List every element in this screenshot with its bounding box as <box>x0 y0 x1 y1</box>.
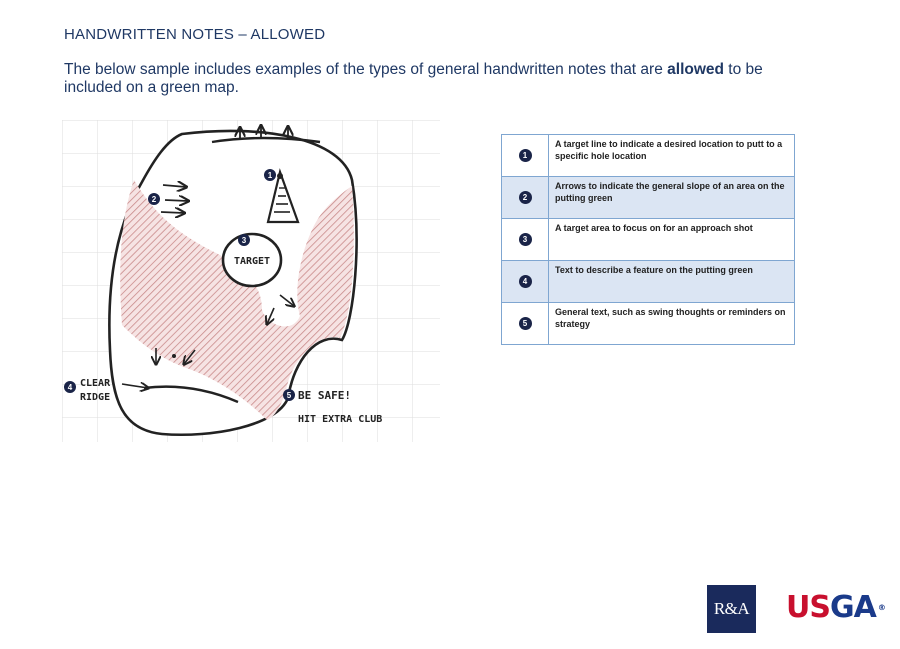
hit-extra-club-note: HIT EXTRA CLUB <box>298 414 382 425</box>
legend-row-2: 2 Arrows to indicate the general slope o… <box>501 176 795 219</box>
target-line-flag <box>266 168 300 224</box>
legend-number-5: 5 <box>518 317 532 330</box>
svg-text:2: 2 <box>152 195 157 204</box>
intro-text-start: The below sample includes examples of th… <box>64 61 668 78</box>
marker-4: 4 <box>64 381 76 393</box>
legend-row-1: 1 A target line to indicate a desired lo… <box>501 134 795 177</box>
legend-number-2: 2 <box>518 191 532 204</box>
usga-logo: USGA® <box>786 590 886 626</box>
intro-text-end: to be included on a green map. <box>64 61 763 96</box>
marker-1: 1 <box>264 169 276 181</box>
clear-note: CLEAR <box>80 378 111 389</box>
be-safe-note: BE SAFE! <box>298 389 351 402</box>
legend-text-1: A target line to indicate a desired loca… <box>548 134 795 177</box>
green-map-sketch: TARGET CLEAR RIDGE BE SAFE! HIT EXTRA CL… <box>62 120 440 442</box>
legend-text-4: Text to describe a feature on the puttin… <box>548 260 795 303</box>
usga-logo-ga: GA <box>829 590 877 625</box>
legend-number-3: 3 <box>518 233 532 246</box>
svg-text:4: 4 <box>68 383 73 392</box>
marker-3: 3 <box>238 234 250 246</box>
legend-row-5: 5 General text, such as swing thoughts o… <box>501 302 795 345</box>
legend-text-5: General text, such as swing thoughts or … <box>548 302 795 345</box>
intro-bold-word: allowed <box>667 61 724 78</box>
hole-location <box>277 173 283 179</box>
ridge-line <box>143 385 239 404</box>
top-ridge-line <box>211 136 321 144</box>
intro-paragraph: The below sample includes examples of th… <box>64 61 784 97</box>
marker-5: 5 <box>283 389 295 401</box>
svg-text:5: 5 <box>287 391 292 400</box>
usga-registered-mark: ® <box>877 603 886 612</box>
legend-row-4: 4 Text to describe a feature on the putt… <box>501 260 795 303</box>
ra-logo: R&A <box>707 585 756 633</box>
green-map-svg: TARGET CLEAR RIDGE BE SAFE! HIT EXTRA CL… <box>62 120 440 442</box>
svg-text:1: 1 <box>268 171 273 180</box>
ridge-note: RIDGE <box>80 392 110 403</box>
target-area-circle <box>221 232 283 288</box>
legend-number-1: 1 <box>518 149 532 162</box>
svg-text:3: 3 <box>242 236 247 245</box>
slope-arrows <box>160 185 188 213</box>
usga-logo-us: US <box>786 590 831 625</box>
marker-2: 2 <box>148 193 160 205</box>
legend-table: 1 A target line to indicate a desired lo… <box>501 134 795 345</box>
legend-text-3: A target area to focus on for an approac… <box>548 218 795 261</box>
target-label: TARGET <box>234 256 270 267</box>
page-title: HANDWRITTEN NOTES – ALLOWED <box>64 26 326 43</box>
legend-row-3: 3 A target area to focus on for an appro… <box>501 218 795 261</box>
legend-number-4: 4 <box>518 275 532 288</box>
hatched-slope-area <box>120 180 354 420</box>
legend-text-2: Arrows to indicate the general slope of … <box>548 176 795 219</box>
